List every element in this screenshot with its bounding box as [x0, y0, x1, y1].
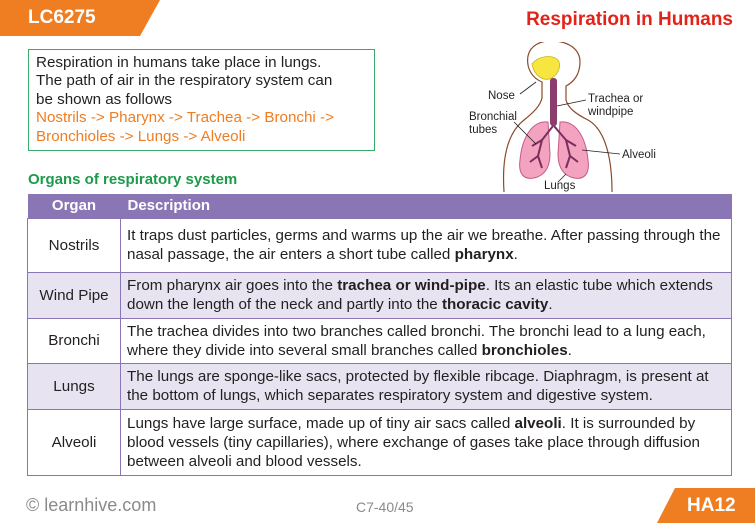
reference-code-tab: HA12 — [657, 488, 755, 523]
table-row: Alveoli Lungs have large surface, made u… — [27, 408, 732, 476]
intro-box: Respiration in humans take place in lung… — [28, 49, 375, 151]
reference-code: HA12 — [687, 495, 736, 516]
description-cell: From pharynx air goes into the trachea o… — [120, 271, 732, 319]
table-header-row: Organ Description — [27, 194, 732, 218]
organ-cell: Bronchi — [27, 317, 121, 364]
table-row: Nostrils It traps dust particles, germs … — [27, 217, 732, 273]
air-path-line-2: Bronchioles -> Lungs -> Alveoli — [36, 127, 246, 145]
organ-cell: Lungs — [27, 362, 121, 410]
description-cell: Lungs have large surface, made up of tin… — [120, 408, 732, 476]
organ-cell: Wind Pipe — [27, 271, 121, 319]
copyright-link[interactable]: © learnhive.com — [26, 495, 157, 515]
label-lungs: Lungs — [544, 180, 576, 192]
table-row: Bronchi The trachea divides into two bra… — [27, 317, 732, 364]
section-heading: Organs of respiratory system — [28, 171, 238, 188]
organ-cell: Nostrils — [27, 217, 121, 273]
intro-line-1: Respiration in humans take place in lung… — [36, 54, 322, 71]
table-row: Lungs The lungs are sponge-like sacs, pr… — [27, 362, 732, 410]
description-cell: It traps dust particles, germs and warms… — [120, 217, 732, 273]
label-trachea-2: windpipe — [587, 106, 633, 118]
label-nose: Nose — [488, 90, 515, 102]
intro-line-2: The path of air in the respiratory syste… — [36, 72, 333, 90]
organs-table: Organ Description Nostrils It traps dust… — [27, 194, 732, 476]
respiratory-system-diagram: Nose Trachea or windpipe Bronchial tubes… — [462, 40, 662, 194]
lesson-code: LC6275 — [28, 7, 96, 28]
intro-line-3: be shown as follows — [36, 90, 172, 108]
column-header-description: Description — [120, 194, 732, 218]
description-cell: The lungs are sponge-like sacs, protecte… — [120, 362, 732, 410]
column-header-organ: Organ — [27, 194, 121, 218]
label-bronchial-2: tubes — [469, 124, 497, 136]
air-path-line-1: Nostrils -> Pharynx -> Trachea -> Bronch… — [36, 109, 334, 127]
lesson-code-tab: LC6275 — [0, 0, 160, 36]
label-trachea-1: Trachea or — [588, 93, 643, 105]
page-title: Respiration in Humans — [526, 9, 733, 30]
organ-cell: Alveoli — [27, 408, 121, 476]
table-row: Wind Pipe From pharynx air goes into the… — [27, 271, 732, 319]
label-alveoli: Alveoli — [622, 149, 656, 161]
description-cell: The trachea divides into two branches ca… — [120, 317, 732, 364]
label-bronchial-1: Bronchial — [469, 111, 517, 123]
page-number: C7-40/45 — [356, 499, 414, 515]
respiratory-system-illustration: Nose Trachea or windpipe Bronchial tubes… — [469, 40, 656, 193]
